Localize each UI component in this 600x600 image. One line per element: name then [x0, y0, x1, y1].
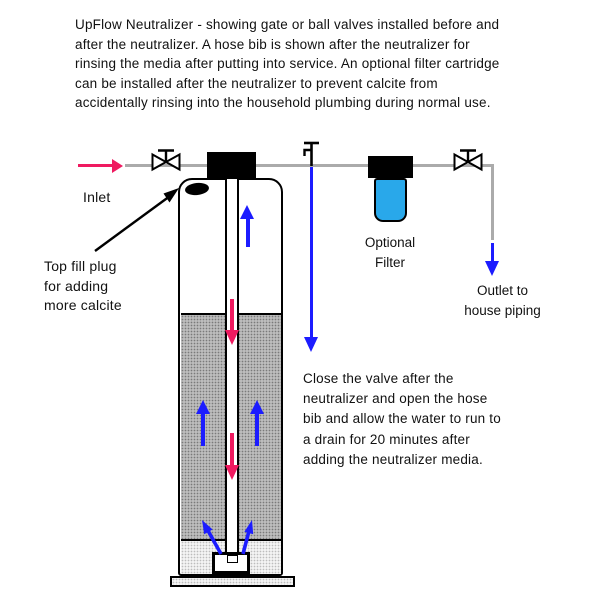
inlet-label: Inlet [83, 189, 111, 205]
fill-plug-label-line-2: for adding [44, 277, 109, 294]
upflow-arrow-media-right-icon [249, 400, 264, 414]
filter-cap [368, 156, 413, 178]
rinse-instructions-line-3: bib and allow the water to run to [303, 411, 501, 427]
gate-valve-before-icon [151, 149, 181, 172]
fill-plug-label-line-3: more calcite [44, 297, 122, 313]
downflow-arrow-2-icon [224, 465, 239, 480]
rinse-instructions-line-2: neutralizer and open the hose [303, 391, 488, 407]
upflow-arrow-media-left-shaft [201, 412, 206, 446]
bottom-upflow-arrow-left-icon [202, 520, 223, 555]
rinse-instructions-line-1: Close the valve after the [303, 371, 454, 386]
gate-valve-after-icon [453, 149, 483, 172]
fill-plug-pointer-arrow [94, 188, 179, 252]
optional-filter-label-line-2: Filter [375, 254, 405, 270]
fill-plug-label-line-1: Top fill plug [44, 258, 117, 274]
downflow-arrow-1-icon [224, 330, 239, 345]
outlet-flow-arrow-shaft [490, 243, 494, 263]
upflow-arrow-media-left-icon [195, 400, 210, 414]
downflow-arrow-1-shaft [230, 299, 234, 331]
drain-flow-arrow-icon [304, 337, 318, 352]
outlet-label-line-1: Outlet to [476, 283, 529, 298]
drain-flow-line [309, 167, 313, 339]
hose-bib-icon [303, 141, 319, 166]
description-line-3: rinsing the media after putting into ser… [75, 56, 500, 72]
rinse-instructions-line-4: a drain for 20 minutes after [303, 431, 470, 447]
distributor-basket [212, 552, 250, 574]
description-line-4: can be installed after the neutralizer t… [75, 75, 438, 91]
tank-base-plate [170, 576, 295, 587]
fill-plug-label: Top fill plug for adding more calcite [44, 257, 122, 316]
description-paragraph: UpFlow Neutralizer - showing gate or bal… [75, 15, 500, 113]
description-line-2: after the neutralizer. A hose bib is sho… [75, 36, 470, 52]
rinse-instructions: Close the valve after the neutralizer an… [303, 369, 501, 470]
outlet-label-line-2: house piping [464, 303, 541, 318]
basket-inlet-notch [226, 555, 238, 563]
outlet-label: Outlet to house piping [445, 281, 560, 321]
outlet-pipe-vertical [490, 165, 495, 240]
outlet-flow-arrow-icon [485, 261, 499, 276]
riser-tube [225, 179, 239, 557]
control-head [207, 152, 256, 179]
rinse-instructions-line-5: adding the neutralizer media. [303, 451, 483, 467]
inlet-flow-arrow-icon [112, 158, 123, 173]
optional-filter-label-line-1: Optional [364, 235, 416, 250]
inlet-flow-arrow-shaft [78, 163, 113, 168]
bottom-upflow-arrow-right-icon [241, 520, 254, 555]
downflow-arrow-2-shaft [230, 433, 234, 467]
upflow-arrow-top-shaft [245, 217, 250, 247]
main-pipe-horizontal [125, 163, 494, 168]
upflow-arrow-media-right-shaft [255, 412, 260, 446]
filter-cartridge-icon [374, 178, 407, 222]
description-line-5: accidentally rinsing into the household … [75, 95, 491, 111]
upflow-arrow-top-icon [240, 205, 254, 219]
description-line-1: UpFlow Neutralizer - showing gate or bal… [75, 17, 500, 32]
optional-filter-label: Optional Filter [350, 233, 430, 272]
